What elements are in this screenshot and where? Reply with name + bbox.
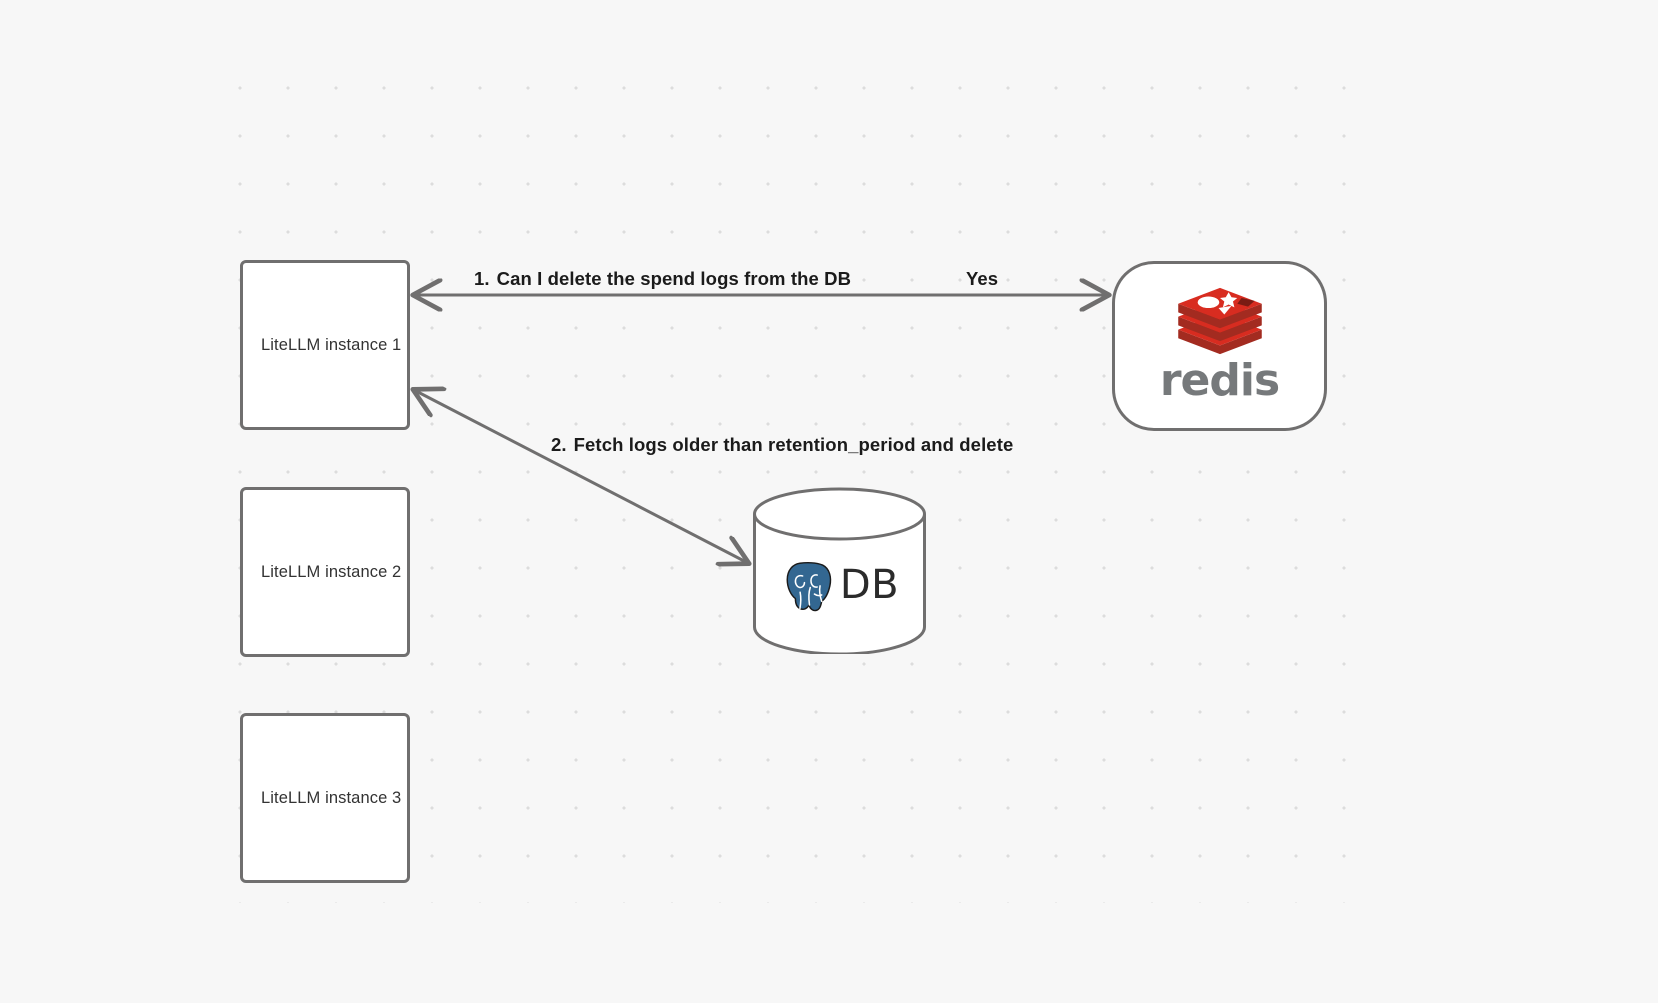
node-litellm-instance-3[interactable]: LiteLLM instance 3 — [240, 713, 410, 883]
postgresql-elephant-icon — [784, 560, 833, 613]
edge-label-2: 2. Fetch logs older than retention_period… — [551, 434, 1013, 456]
edge-label-2-number: 2. — [551, 434, 567, 455]
node-database[interactable]: DB — [752, 487, 927, 654]
database-logo-wrap: DB — [752, 545, 927, 625]
node-litellm-instance-2[interactable]: LiteLLM instance 2 — [240, 487, 410, 657]
node-litellm-instance-1-label: LiteLLM instance 1 — [261, 335, 402, 354]
cylinder-shape — [753, 487, 926, 654]
edge-label-2-text: Fetch logs older than retention_period a… — [573, 434, 1014, 455]
node-litellm-instance-3-label: LiteLLM instance 3 — [261, 788, 402, 807]
node-litellm-instance-2-label: LiteLLM instance 2 — [261, 562, 402, 581]
database-label: DB — [839, 562, 900, 608]
node-litellm-instance-1[interactable]: LiteLLM instance 1 — [240, 260, 410, 430]
redis-logo-wrap: redis — [1159, 285, 1280, 406]
redis-logo-icon — [1177, 287, 1262, 355]
redis-wordmark: redis — [1159, 355, 1280, 406]
edge-label-1-reply: Yes — [966, 268, 999, 289]
edge-label-1-number: 1. — [474, 268, 490, 289]
node-redis[interactable]: redis — [1112, 261, 1327, 431]
edge-label-1-text: Can I delete the spend logs from the DB — [496, 268, 852, 289]
edge-label-1: 1. Can I delete the spend logs from the D… — [474, 268, 851, 290]
